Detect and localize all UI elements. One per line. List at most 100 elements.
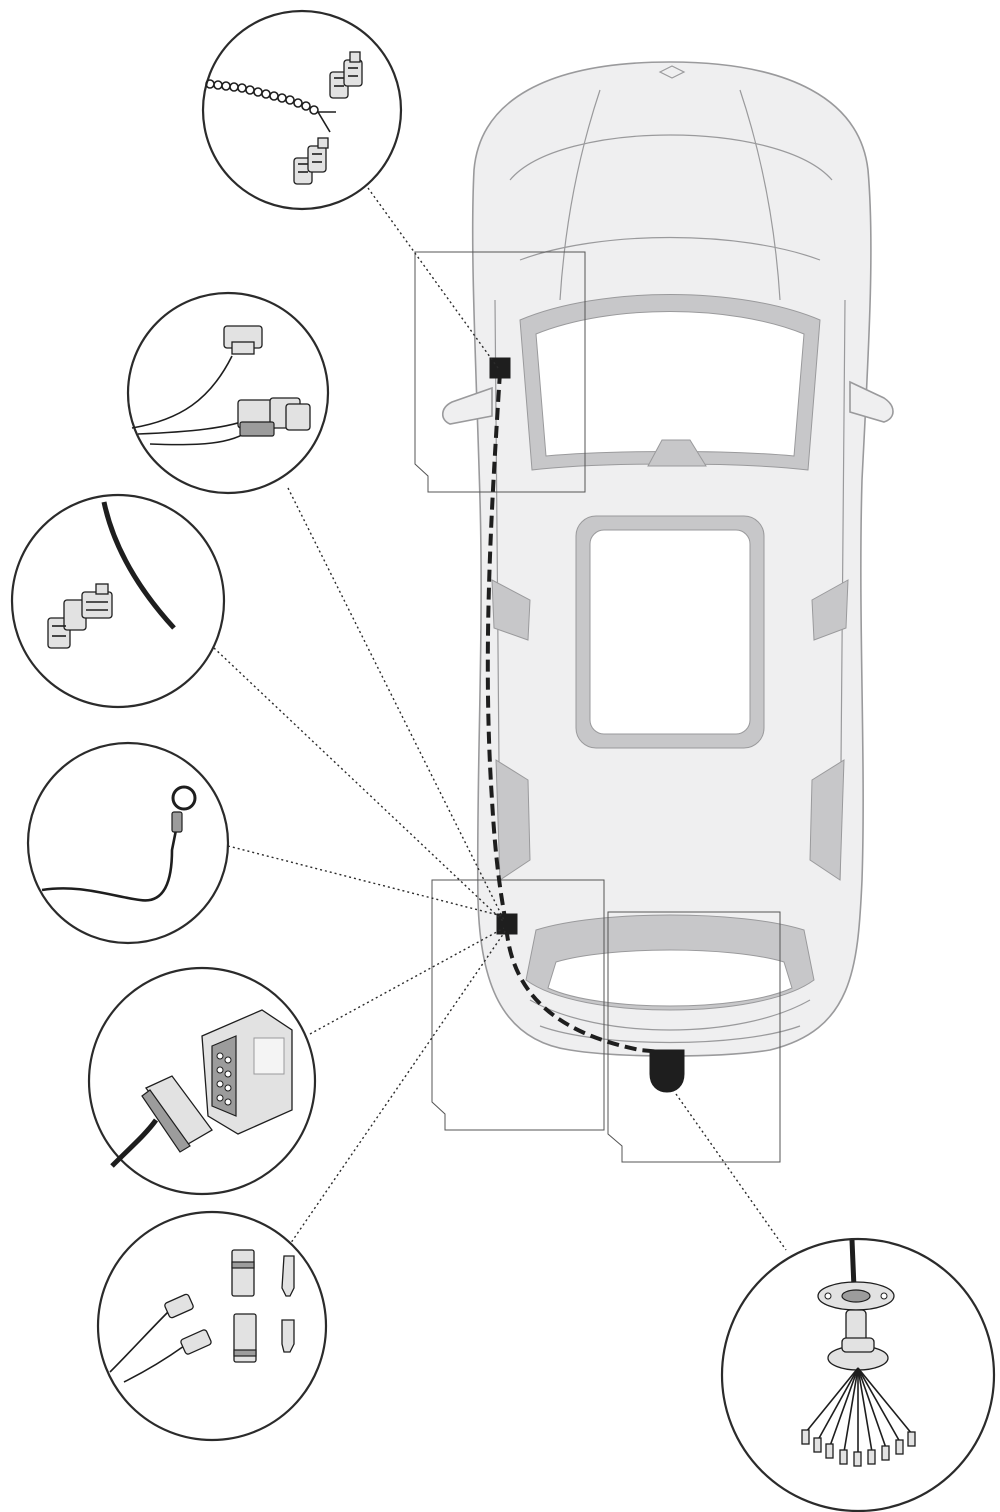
towbar-socket-icon bbox=[649, 1049, 685, 1093]
ground-ring-terminal-callout bbox=[26, 741, 230, 945]
car-hood-line bbox=[509, 134, 833, 181]
module-pin bbox=[216, 1080, 224, 1088]
front-connection-point bbox=[489, 357, 511, 379]
fan-wire bbox=[857, 1367, 913, 1435]
connector-body bbox=[81, 591, 113, 619]
module-pin bbox=[216, 1094, 224, 1102]
leader-line bbox=[287, 487, 505, 921]
plug-connector-icon bbox=[329, 51, 363, 99]
spade-connector-icon bbox=[164, 1249, 295, 1363]
fan-wire bbox=[817, 1367, 859, 1441]
connector-clip bbox=[349, 51, 361, 63]
terminal-crimp bbox=[171, 811, 183, 833]
leader-line bbox=[227, 845, 503, 917]
harness-dashed-cable bbox=[485, 371, 663, 1054]
car-hood-line bbox=[519, 236, 821, 261]
housing-ridge bbox=[233, 1349, 257, 1357]
module-plug-icon bbox=[141, 1075, 213, 1153]
fan-wire bbox=[857, 1367, 873, 1453]
cable-bead bbox=[309, 105, 319, 115]
connector-body bbox=[343, 59, 363, 87]
callout-circle bbox=[126, 291, 330, 495]
fan-wire bbox=[829, 1367, 859, 1447]
wire-terminal bbox=[825, 1443, 834, 1459]
module-pin bbox=[216, 1052, 224, 1060]
module-face bbox=[211, 1035, 237, 1117]
wire-terminal bbox=[881, 1445, 890, 1461]
install-zone-frames bbox=[414, 251, 781, 1163]
right-side-window bbox=[811, 579, 849, 641]
windshield-glass bbox=[535, 311, 805, 457]
terminal-ring bbox=[171, 785, 197, 811]
left-side-window bbox=[495, 759, 531, 881]
spade-connectors-kit-callout bbox=[96, 1210, 328, 1442]
socket-harness-icon bbox=[801, 1281, 916, 1467]
wire-terminal bbox=[867, 1449, 876, 1465]
right-mirror bbox=[849, 380, 894, 423]
plug-shroud bbox=[239, 421, 275, 437]
wire bbox=[123, 1345, 185, 1383]
housing-ridge bbox=[231, 1261, 255, 1269]
module-pin bbox=[224, 1070, 232, 1078]
cable bbox=[101, 501, 176, 630]
socket-cable bbox=[849, 1239, 857, 1289]
leader-line bbox=[285, 929, 507, 1251]
dashboard-mount bbox=[647, 439, 707, 467]
cable-bead bbox=[285, 95, 295, 105]
wire-terminal bbox=[801, 1429, 810, 1445]
wire-connector-icon bbox=[47, 583, 113, 649]
callout-circle bbox=[26, 741, 230, 945]
module-pin bbox=[224, 1056, 232, 1064]
cable-bead bbox=[293, 98, 303, 108]
leader-line bbox=[213, 647, 505, 923]
plug-grip bbox=[141, 1089, 191, 1153]
connector-clip bbox=[95, 583, 109, 595]
module-label bbox=[253, 1037, 285, 1075]
wire-terminal bbox=[907, 1431, 916, 1447]
taillight-plug-connectors-callout bbox=[201, 9, 403, 211]
ring-terminal-icon bbox=[171, 785, 197, 833]
rear-zone-frame bbox=[431, 879, 605, 1131]
rear-connection-point bbox=[496, 913, 518, 935]
car-hood-line bbox=[739, 89, 781, 301]
fan-wire bbox=[857, 1367, 901, 1443]
fan-wire bbox=[805, 1367, 859, 1433]
grommet bbox=[841, 1337, 875, 1353]
control-module-icon bbox=[201, 1009, 293, 1135]
wire-terminal bbox=[839, 1449, 848, 1465]
wire-terminal bbox=[853, 1451, 862, 1467]
control-module-callout bbox=[87, 966, 317, 1196]
module-pin bbox=[224, 1098, 232, 1106]
module-pin bbox=[216, 1066, 224, 1074]
front-zone-frame bbox=[414, 251, 586, 493]
flange-hole bbox=[841, 1289, 871, 1303]
wire-terminal bbox=[813, 1437, 822, 1453]
rear-window-glass bbox=[547, 949, 793, 1007]
rear-bumper bbox=[539, 1025, 801, 1044]
fan-wire bbox=[843, 1367, 859, 1453]
fan-wire bbox=[857, 1367, 887, 1449]
wire-terminal bbox=[895, 1439, 904, 1455]
module-cable bbox=[110, 1118, 159, 1168]
plug-latch bbox=[231, 341, 255, 355]
socket-zone-frame bbox=[607, 911, 781, 1163]
flange-bolt bbox=[880, 1292, 888, 1300]
plug-connector-icon bbox=[293, 137, 329, 185]
split-wire bbox=[317, 111, 331, 133]
car-top-view bbox=[441, 61, 894, 1057]
flange-bolt bbox=[824, 1292, 832, 1300]
callout-circle bbox=[10, 493, 226, 709]
sunroof-glass bbox=[589, 529, 751, 735]
right-side-window bbox=[809, 759, 845, 881]
leader-line bbox=[675, 1093, 787, 1251]
female-housing bbox=[231, 1249, 255, 1297]
plug-body bbox=[285, 403, 311, 431]
car-body-line bbox=[529, 999, 811, 1031]
module-pin bbox=[224, 1084, 232, 1092]
towbar-socket-harness-callout bbox=[720, 1237, 996, 1512]
car-hood-line bbox=[559, 89, 601, 301]
ground-wire bbox=[41, 829, 178, 902]
leader-line bbox=[309, 927, 505, 1035]
